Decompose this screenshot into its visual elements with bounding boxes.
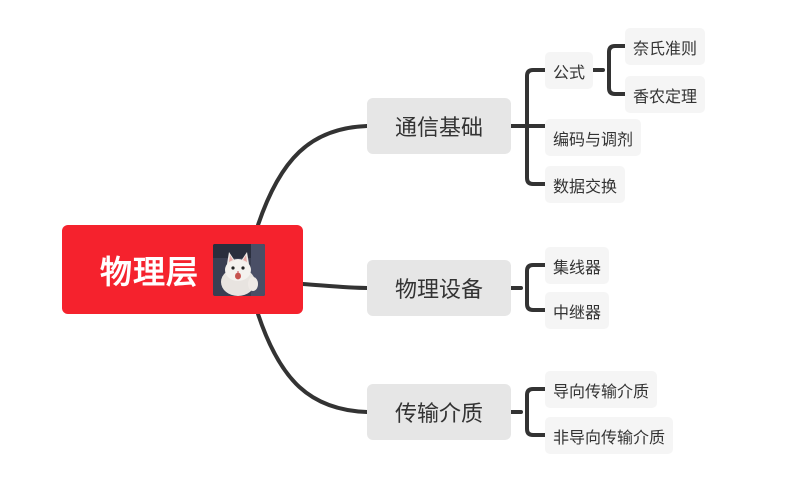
connector-device-bracket bbox=[525, 263, 547, 312]
node-hub-label: 集线器 bbox=[553, 257, 602, 277]
node-nyquist-label: 奈氏准则 bbox=[633, 38, 698, 58]
node-nyquist[interactable]: 奈氏准则 bbox=[625, 28, 706, 65]
root-node[interactable]: 物理层 bbox=[62, 225, 303, 314]
branch-physical-devices[interactable]: 物理设备 bbox=[367, 260, 511, 316]
branch-physical-devices-label: 物理设备 bbox=[394, 278, 483, 303]
node-hub[interactable]: 集线器 bbox=[545, 247, 610, 284]
node-encoding-label: 编码与调剂 bbox=[553, 129, 634, 149]
node-formula[interactable]: 公式 bbox=[545, 52, 594, 89]
branch-transmission-media[interactable]: 传输介质 bbox=[367, 384, 511, 440]
node-unguided-media-label: 非导向传输介质 bbox=[553, 427, 666, 447]
connector-root-comm bbox=[256, 124, 369, 227]
connector-comm-bracket bbox=[519, 68, 547, 186]
root-label: 物理层 bbox=[99, 252, 199, 291]
branch-comm-basics[interactable]: 通信基础 bbox=[367, 98, 511, 154]
node-guided-media-label: 导向传输介质 bbox=[553, 381, 650, 401]
node-repeater[interactable]: 中继器 bbox=[545, 292, 610, 329]
connector-media-bracket bbox=[525, 387, 547, 437]
node-shannon[interactable]: 香农定理 bbox=[625, 76, 706, 113]
node-guided-media[interactable]: 导向传输介质 bbox=[545, 371, 658, 408]
node-formula-label: 公式 bbox=[553, 62, 586, 82]
node-repeater-label: 中继器 bbox=[553, 302, 602, 322]
branch-transmission-media-label: 传输介质 bbox=[394, 402, 483, 427]
node-encoding[interactable]: 编码与调剂 bbox=[545, 119, 642, 156]
connector-formula-bracket bbox=[607, 44, 627, 96]
node-data-exchange-label: 数据交换 bbox=[553, 176, 618, 196]
node-shannon-label: 香农定理 bbox=[633, 86, 698, 106]
branch-comm-basics-label: 通信基础 bbox=[394, 116, 483, 141]
node-unguided-media[interactable]: 非导向传输介质 bbox=[545, 417, 674, 454]
connector-root-media bbox=[256, 312, 369, 414]
node-data-exchange[interactable]: 数据交换 bbox=[545, 166, 626, 203]
kitten-photo-image bbox=[213, 243, 265, 296]
connector-root-device bbox=[301, 282, 369, 290]
